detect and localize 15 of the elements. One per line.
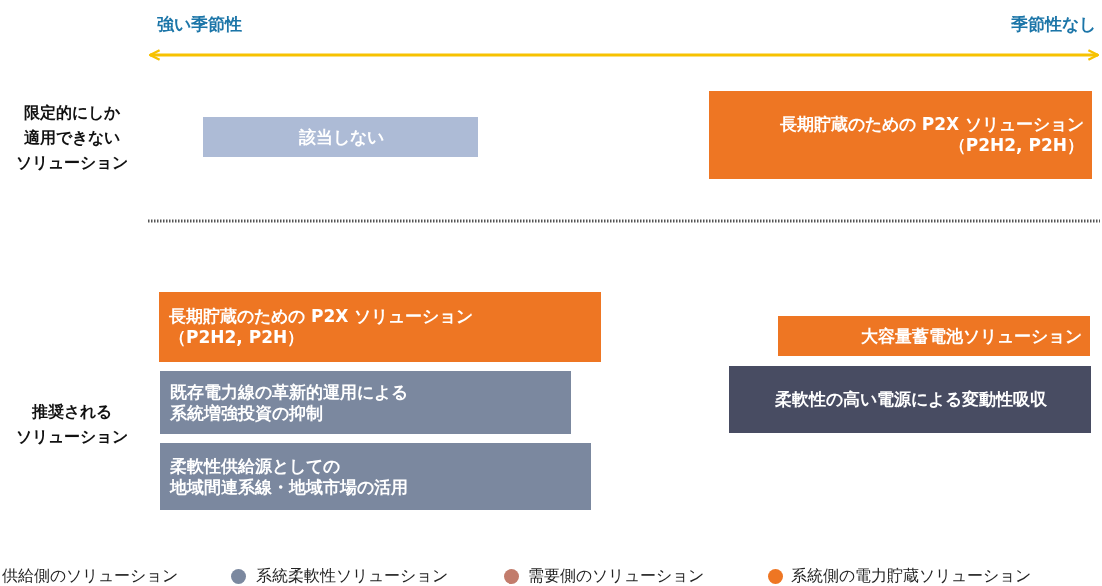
solution-box: 既存電力線の革新的運用による系統増強投資の抑制 <box>160 371 571 434</box>
solution-box: 長期貯蔵のための P2X ソリューション（P2H2, P2H） <box>159 292 601 362</box>
solution-box: 該当しない <box>203 117 478 157</box>
solution-box: 柔軟性の高い電源による変動性吸収 <box>729 366 1091 433</box>
legend-label: 供給側のソリューション <box>2 565 178 586</box>
axis-label: 強い季節性 <box>157 13 243 36</box>
axis-label: 季節性なし <box>1010 13 1096 36</box>
row-label: 推奨されるソリューション <box>15 401 129 448</box>
solution-box: 大容量蓄電池ソリューション <box>778 316 1090 356</box>
solution-box: 長期貯蔵のための P2X ソリューション（P2H2, P2H） <box>709 91 1092 179</box>
legend-label: 系統側の電力貯蔵ソリューション <box>791 565 1031 586</box>
solution-box: 柔軟性供給源としての地域間連系線・地域市場の活用 <box>160 443 591 510</box>
legend-label: 需要側のソリューション <box>528 565 704 586</box>
legend-label: 系統柔軟性ソリューション <box>256 565 448 586</box>
row-label: 限定的にしか適用できないソリューション <box>15 102 129 174</box>
